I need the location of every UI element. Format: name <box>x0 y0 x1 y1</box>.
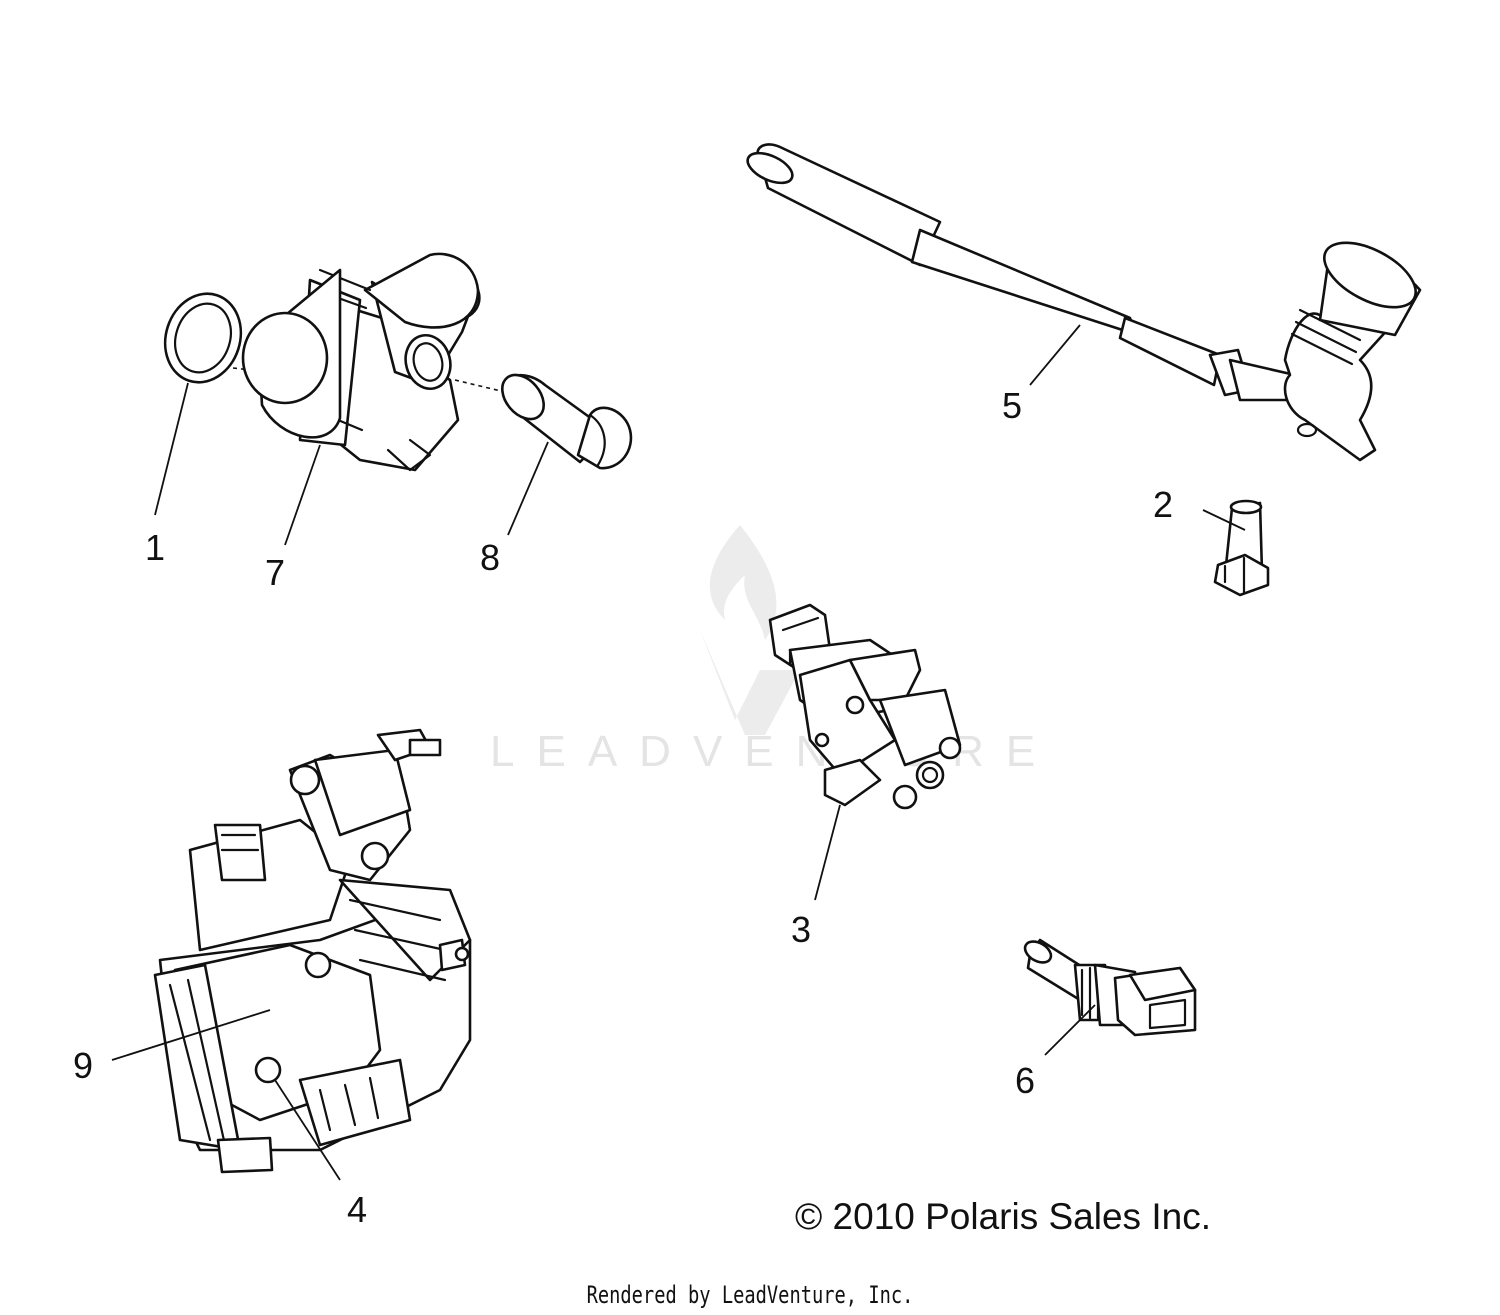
leader-line-3 <box>814 804 841 901</box>
leader-line-8 <box>507 441 549 536</box>
leader-line-7 <box>284 444 321 546</box>
callout-5: 5 <box>1002 385 1022 426</box>
throttle-body-part-9 <box>153 728 472 1174</box>
rendered-by-footer: Rendered by LeadVenture, Inc. <box>586 1281 914 1309</box>
o-ring-part-1 <box>163 292 243 384</box>
copyright-notice: © 2010 Polaris Sales Inc. <box>795 1196 1211 1237</box>
callout-6: 6 <box>1015 1060 1035 1101</box>
bolt-part-8 <box>501 373 633 470</box>
watermark-logo <box>700 525 800 735</box>
callout-9: 9 <box>73 1045 93 1086</box>
wheel-speed-sensor-part-5 <box>746 143 1422 462</box>
temp-sensor-part-6 <box>1023 938 1197 1037</box>
leader-line-1 <box>154 382 189 516</box>
callouts: 1 2 3 4 5 6 7 8 9 <box>73 385 1173 1230</box>
leader-line-4 <box>274 1079 341 1181</box>
callout-2: 2 <box>1153 484 1173 525</box>
callout-1: 1 <box>145 527 165 568</box>
leader-lines <box>111 324 1246 1181</box>
callout-4: 4 <box>347 1189 367 1230</box>
callout-3: 3 <box>791 909 811 950</box>
leader-line-2 <box>1202 509 1246 531</box>
watermark-text: LEADVENTURE <box>490 727 1057 776</box>
bolt-part-2 <box>1213 499 1270 597</box>
leader-line-5 <box>1029 324 1081 386</box>
callout-7: 7 <box>265 552 285 593</box>
idle-air-valve-part-3 <box>768 603 962 810</box>
speed-sensor-part-7 <box>241 252 481 472</box>
leader-line-9 <box>111 1009 271 1061</box>
callout-8: 8 <box>480 537 500 578</box>
leader-line-6 <box>1044 1004 1096 1056</box>
